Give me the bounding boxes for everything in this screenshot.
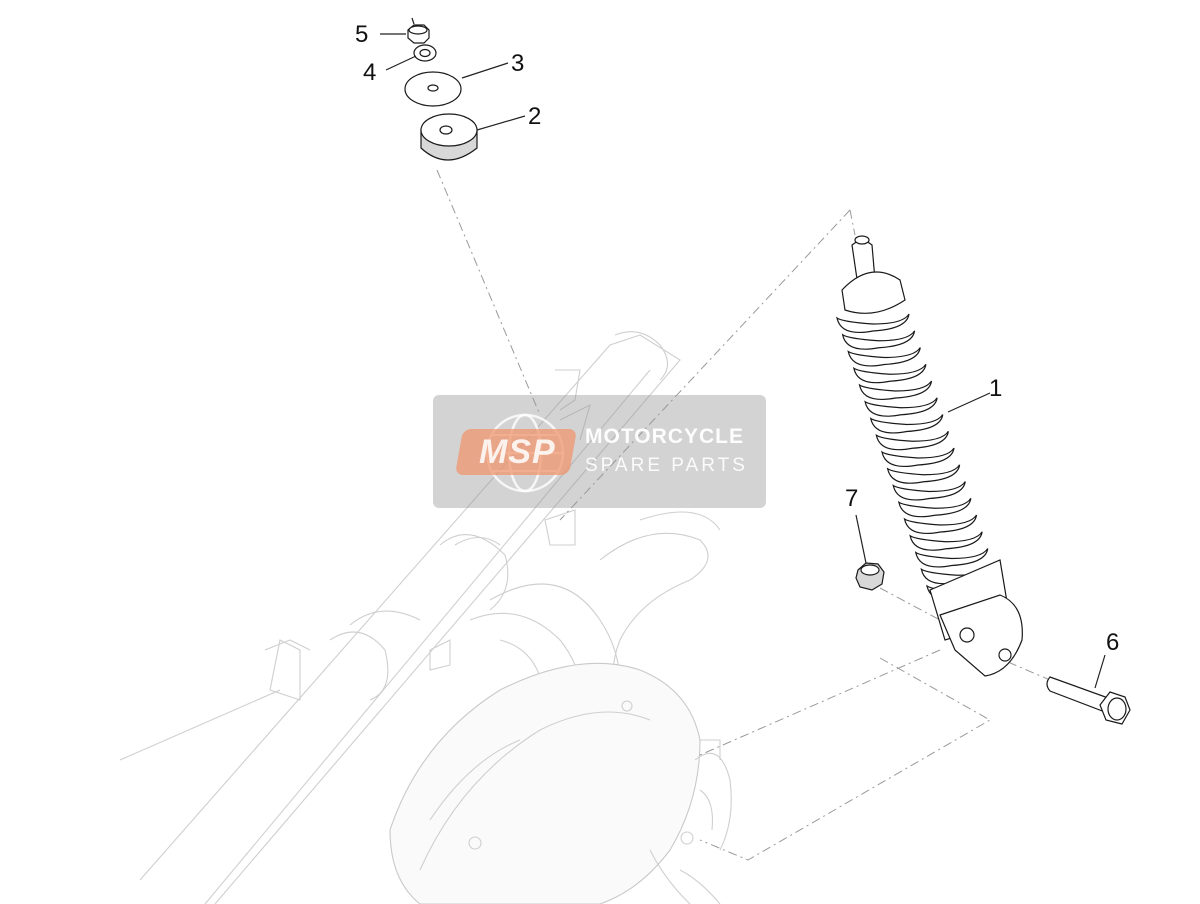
part-1-shock-absorber: [836, 235, 1023, 677]
spring-coil: [875, 430, 949, 451]
logo-text: MSP: [479, 433, 556, 471]
spring-coil: [847, 347, 921, 367]
watermark-line2: SPARE PARTS: [585, 455, 748, 476]
watermark: MSP MOTORCYCLE SPARE PARTS: [433, 395, 766, 508]
spring-coil: [836, 313, 910, 334]
callout-1: 1: [989, 375, 1002, 402]
assembly-guide-lines: [436, 169, 1051, 861]
watermark-line1: MOTORCYCLE: [585, 425, 744, 448]
part-3-flat-washer: [404, 71, 462, 107]
spring-coil: [841, 330, 916, 350]
callout-7: 7: [845, 485, 858, 512]
callout-3: 3: [511, 50, 524, 77]
callout-5: 5: [355, 21, 368, 48]
spring-coil: [881, 447, 955, 468]
callout-6: 6: [1106, 629, 1119, 656]
spring-coil: [864, 397, 938, 417]
spring-coil: [897, 497, 972, 518]
part-6-bolt: [1046, 676, 1131, 725]
spring-coils: [836, 313, 1000, 602]
spring-coil: [892, 481, 966, 501]
spring-coil: [886, 464, 961, 484]
part-4-washer: [413, 44, 437, 62]
part-5-nut: [407, 17, 430, 44]
callout-4: 4: [363, 59, 376, 86]
callout-leaders: [380, 33, 1106, 689]
spring-coil: [914, 548, 989, 568]
spring-coil: [858, 380, 933, 401]
spring-coil: [909, 531, 983, 551]
spring-coil: [903, 514, 978, 535]
part-2-rubber-bush: [420, 113, 478, 161]
spring-coil: [852, 363, 927, 384]
callout-2: 2: [528, 103, 541, 130]
spring-coil: [869, 414, 944, 434]
ghost-frame: [119, 331, 732, 904]
part-7-nut: [855, 562, 885, 591]
callout-numbers: 5 4 3 2 1 7 6: [355, 21, 1119, 656]
